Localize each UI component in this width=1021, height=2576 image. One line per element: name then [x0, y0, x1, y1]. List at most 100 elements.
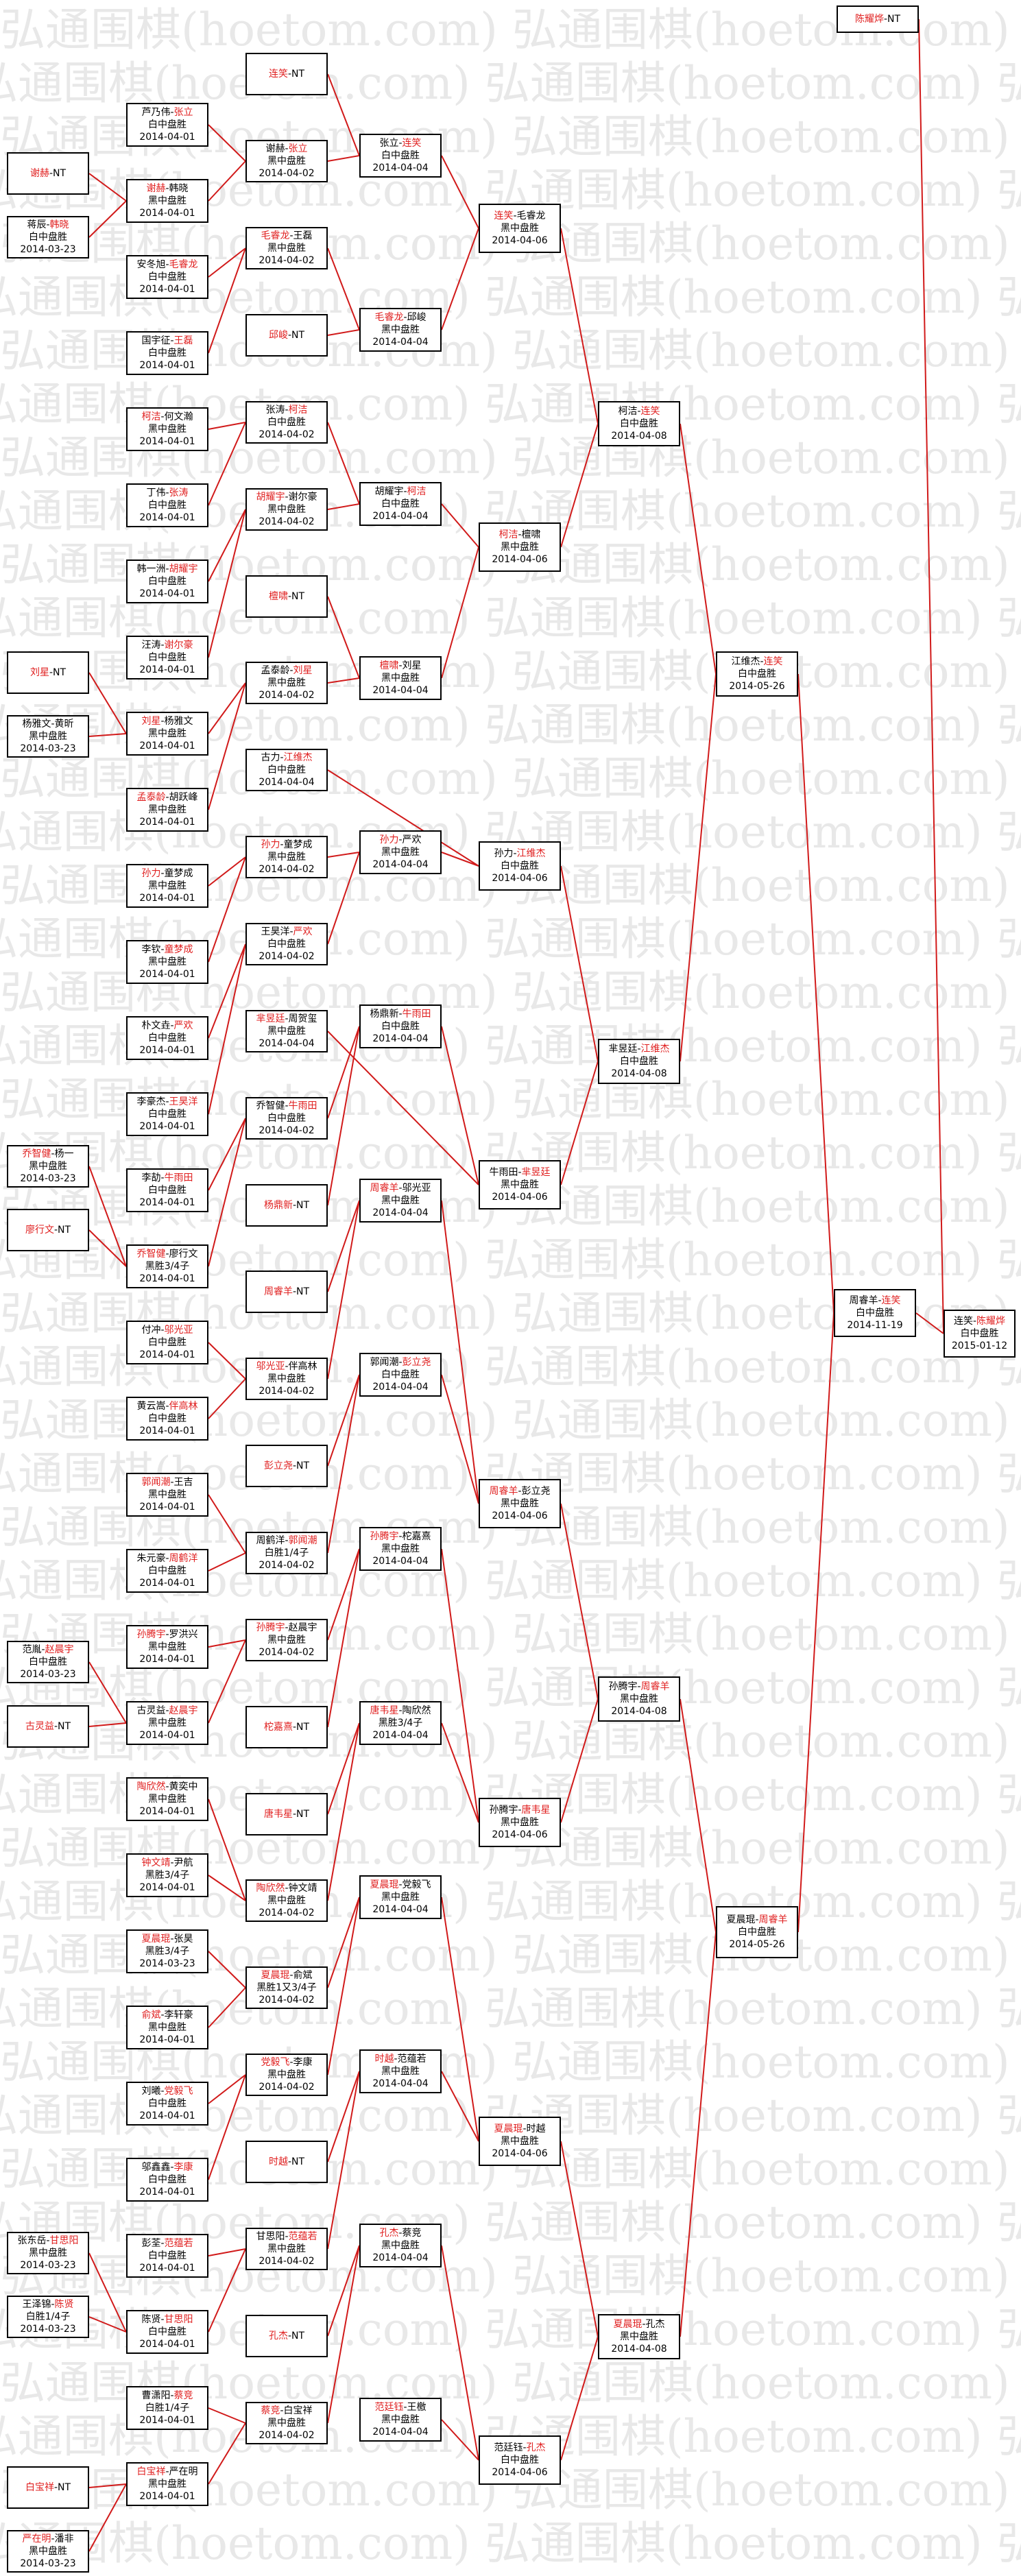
match-box[interactable]: 古灵益-NT	[7, 1705, 89, 1748]
match-box[interactable]: 孔杰-NT	[245, 2315, 328, 2357]
match-box[interactable]: 彭立尧-NT	[245, 1445, 328, 1487]
match-box[interactable]: 周睿羊-NT	[245, 1271, 328, 1313]
match-box[interactable]: 廖行文-NT	[7, 1209, 89, 1251]
match-box[interactable]: 檀啸-NT	[245, 575, 328, 618]
match-box[interactable]: 杨鼎新-NT	[245, 1184, 328, 1227]
match-box[interactable]: 陈耀烨-NT	[837, 5, 919, 33]
match-box[interactable]: 刘星-NT	[7, 651, 89, 694]
match-box[interactable]: 唐韦星-NT	[245, 1793, 328, 1835]
match-box[interactable]: 邱峻-NT	[245, 314, 328, 357]
match-box[interactable]: 白宝祥-NT	[7, 2466, 89, 2509]
match-box[interactable]: 时越-NT	[245, 2141, 328, 2183]
match-box[interactable]: 谢赫-NT	[7, 152, 89, 195]
match-box[interactable]: 连笑-NT	[245, 53, 328, 95]
match-box[interactable]: 柁嘉熹-NT	[245, 1706, 328, 1748]
